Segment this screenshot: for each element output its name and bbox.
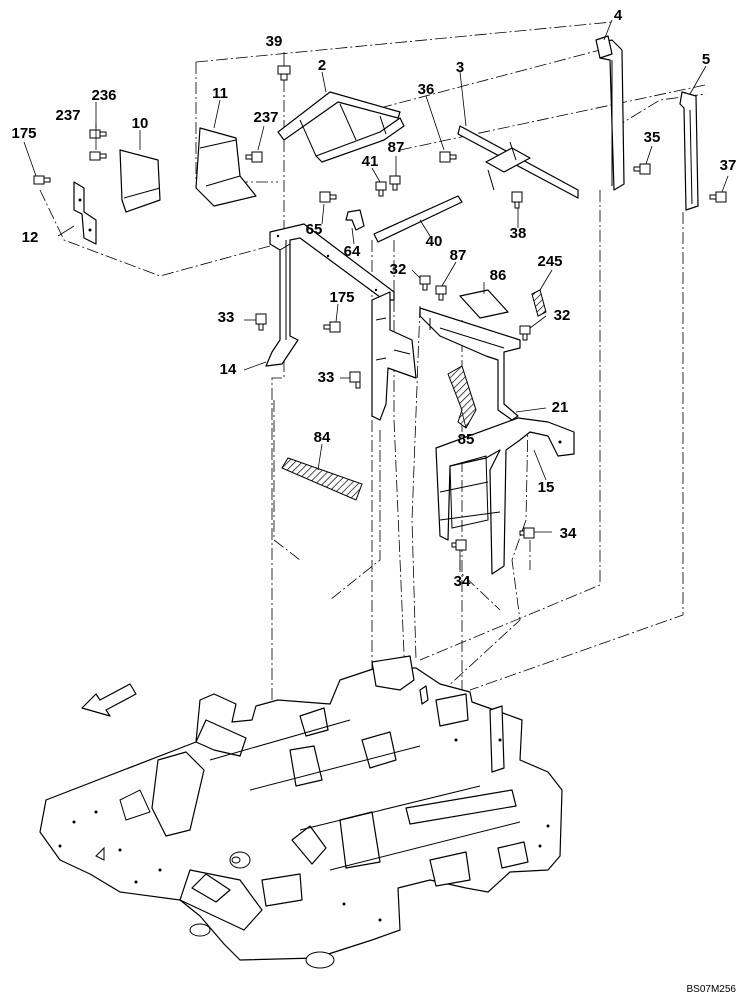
- callout-84: 84: [314, 429, 331, 446]
- callout-15: 15: [538, 479, 555, 496]
- cover-plate-10: [119, 149, 161, 213]
- upper-structure: [39, 655, 563, 969]
- callout-32-right: 32: [554, 307, 571, 324]
- stay-2: [277, 91, 405, 163]
- frame-15: [435, 417, 575, 575]
- callout-14: 14: [220, 361, 237, 378]
- callout-36: 36: [418, 81, 435, 98]
- callout-175-top: 175: [11, 125, 36, 142]
- callout-34-right: 34: [560, 525, 577, 542]
- mat-85: [447, 365, 477, 429]
- cover-11: [195, 127, 257, 207]
- callout-3: 3: [456, 59, 464, 76]
- callout-175-middle: 175: [329, 289, 354, 306]
- callout-33-upper: 33: [218, 309, 235, 326]
- bolt-markers: [33, 65, 727, 551]
- front-direction-arrow: [81, 683, 137, 717]
- callout-leaders: [23, 19, 729, 570]
- callout-39: 39: [266, 33, 283, 50]
- callout-236: 236: [91, 87, 116, 104]
- clamp-64: [345, 209, 365, 231]
- callout-5: 5: [702, 51, 710, 68]
- callout-12: 12: [22, 229, 39, 246]
- callout-86: 86: [490, 267, 507, 284]
- callout-245: 245: [537, 253, 562, 270]
- callout-40: 40: [426, 233, 443, 250]
- pad-245: [531, 289, 547, 317]
- callout-2: 2: [318, 57, 326, 74]
- callout-10: 10: [132, 115, 149, 132]
- callout-32-upper: 32: [390, 261, 407, 278]
- callout-65: 65: [306, 221, 323, 238]
- callout-87-middle: 87: [450, 247, 467, 264]
- bracket-plate-12: [73, 181, 97, 245]
- callout-237-upper-left: 237: [55, 107, 80, 124]
- callout-64: 64: [344, 243, 361, 260]
- callout-4: 4: [614, 7, 623, 24]
- callout-labels: 4 39 2 3 5 236 11 237 237 10 36 175 35 8…: [11, 7, 736, 590]
- plate-86: [459, 289, 509, 319]
- callout-11: 11: [212, 85, 228, 102]
- mat-84: [281, 457, 363, 501]
- callout-33-lower: 33: [318, 369, 335, 386]
- callout-41: 41: [362, 153, 379, 170]
- stay-3: [457, 125, 579, 199]
- drawing-code: BS07M256: [687, 984, 737, 995]
- callout-85: 85: [458, 431, 475, 448]
- stay-40: [373, 195, 463, 243]
- support-5: [679, 91, 699, 211]
- callout-237-right: 237: [253, 109, 278, 126]
- callout-34-lower: 34: [454, 573, 471, 590]
- frame-14: [265, 223, 395, 367]
- callout-21: 21: [552, 399, 569, 416]
- mount-bracket: [371, 291, 417, 421]
- callout-38: 38: [510, 225, 527, 242]
- callout-37: 37: [720, 157, 737, 174]
- callout-87-top: 87: [388, 139, 405, 156]
- callout-35: 35: [644, 129, 661, 146]
- support-4: [595, 35, 625, 191]
